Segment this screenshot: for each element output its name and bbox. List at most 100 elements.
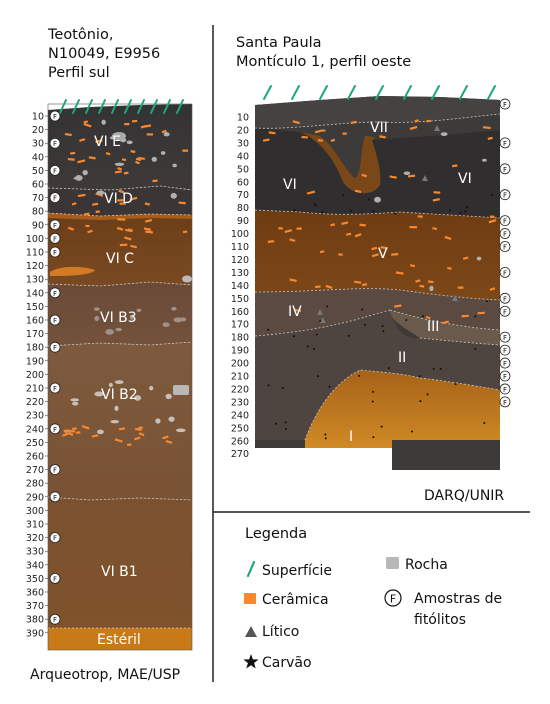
depth-label: 100	[26, 234, 44, 245]
phytolith-sample-letter: F	[503, 244, 507, 252]
depth-label: 260	[26, 452, 44, 463]
phytolith-sample-letter: F	[53, 616, 57, 624]
ceramic-fragment	[79, 138, 86, 142]
depth-label: 190	[26, 356, 44, 367]
rock-large	[182, 275, 192, 283]
rock-fragment	[151, 156, 157, 162]
ceramic-fragment	[380, 246, 388, 250]
layer-label-iii: III	[427, 319, 439, 335]
layer-label-vib2: VI B2	[101, 387, 138, 403]
ceramic-fragment	[145, 218, 153, 223]
ceramic-fragment	[371, 246, 378, 251]
rock-fragment	[94, 391, 104, 397]
ceramic-fragment	[306, 190, 316, 195]
rock-fragment	[374, 196, 381, 203]
ceramic-fragment	[117, 199, 124, 202]
phytolith-sample-marker	[49, 110, 61, 122]
depth-label: 80	[32, 207, 44, 218]
ceramic-fragment	[77, 159, 86, 164]
charcoal-fragment	[394, 212, 397, 215]
legend-label-surface: Superfície	[262, 563, 332, 579]
ceramic-fragment	[121, 158, 127, 162]
right-depth-scale: 1020304050607080901001101201301401501601…	[231, 113, 249, 461]
ceramic-fragment	[83, 120, 89, 124]
layer-label-vic: VI C	[106, 251, 134, 267]
ceramic-fragment	[379, 135, 386, 139]
ceramic-fragment	[63, 429, 69, 433]
ceramic-fragment	[135, 160, 140, 165]
phytolith-sample-letter: F	[53, 249, 57, 257]
depth-label: 40	[237, 151, 249, 162]
phytolith-sample-marker	[499, 266, 511, 278]
layer-label-vi-right: VI	[458, 171, 472, 187]
rock-fragment	[476, 256, 482, 261]
phytolith-sample-marker	[49, 532, 61, 543]
charcoal-fragment	[364, 323, 367, 326]
depth-label: 90	[237, 216, 249, 227]
phytolith-sample-marker	[499, 137, 511, 149]
ceramic-fragment	[88, 156, 96, 160]
charcoal-fragment	[380, 425, 383, 428]
charcoal-fragment	[267, 328, 270, 331]
charcoal-fragment	[319, 319, 322, 322]
surface-mark	[124, 99, 132, 114]
charcoal-fragment	[342, 194, 345, 197]
charcoal-fragment	[474, 347, 477, 350]
left-title-line-3: Perfil sul	[48, 65, 110, 81]
rock-icon	[386, 557, 399, 569]
phytolith-sample-letter: F	[503, 373, 507, 381]
phytolith-sample-marker	[49, 246, 61, 258]
ceramic-fragment	[134, 436, 141, 441]
charcoal-fragment	[474, 315, 477, 318]
vic-top-band	[48, 213, 192, 220]
ceramic-fragment	[415, 279, 421, 283]
ceramic-fragment	[152, 179, 158, 183]
phytolith-sample-marker	[49, 573, 61, 584]
phytolith-sample-marker	[499, 228, 511, 239]
phytolith-sample-marker	[499, 292, 511, 304]
charcoal-fragment	[284, 421, 287, 424]
rock-fragment	[160, 151, 166, 155]
depth-label: 130	[231, 268, 249, 279]
left-finds	[62, 119, 192, 447]
left-title-line-1: Teotônio,	[47, 27, 113, 43]
rock-fragment	[165, 393, 172, 400]
layer-vib1-area	[48, 497, 192, 628]
legend-label-ceramic: Cerâmica	[262, 592, 329, 608]
right-surface-marks	[263, 85, 496, 100]
lithic-icon	[245, 626, 257, 637]
ceramic-fragment	[77, 193, 86, 198]
depth-label: 310	[26, 520, 44, 531]
ceramic-fragment	[124, 123, 130, 126]
surface-mark	[263, 85, 272, 100]
ceramic-fragment	[143, 227, 152, 231]
lithic-fragment	[434, 125, 440, 131]
phytolith-sample-marker	[499, 163, 511, 175]
ceramic-fragment	[124, 236, 132, 241]
rock-fragment	[94, 315, 100, 321]
depth-label: 320	[26, 533, 44, 544]
ceramic-fragment	[85, 224, 90, 228]
ceramic-fragment	[95, 210, 100, 213]
ceramic-fragment	[425, 316, 431, 320]
phytolith-sample-icon	[384, 589, 402, 607]
surface-mark	[375, 85, 384, 100]
phytolith-sample-letter: F	[503, 166, 507, 174]
layer-label-vib3: VI B3	[100, 310, 137, 326]
ceramic-fragment	[71, 202, 77, 206]
ceramic-fragment	[117, 218, 126, 221]
surface-mark	[163, 99, 171, 114]
ceramic-fragment	[393, 304, 402, 308]
ceramic-fragment	[124, 228, 133, 233]
ceramic-fragment	[131, 119, 138, 123]
charcoal-fragment	[293, 335, 296, 338]
ceramic-fragment	[278, 227, 283, 230]
ceramic-fragment	[419, 284, 425, 288]
surface-mark	[85, 99, 93, 114]
ceramic-fragment	[67, 157, 75, 161]
ceramic-fragment	[83, 212, 90, 216]
ceramic-fragment	[130, 150, 136, 154]
ceramic-fragment	[314, 129, 322, 134]
ceramic-fragment	[296, 227, 302, 230]
